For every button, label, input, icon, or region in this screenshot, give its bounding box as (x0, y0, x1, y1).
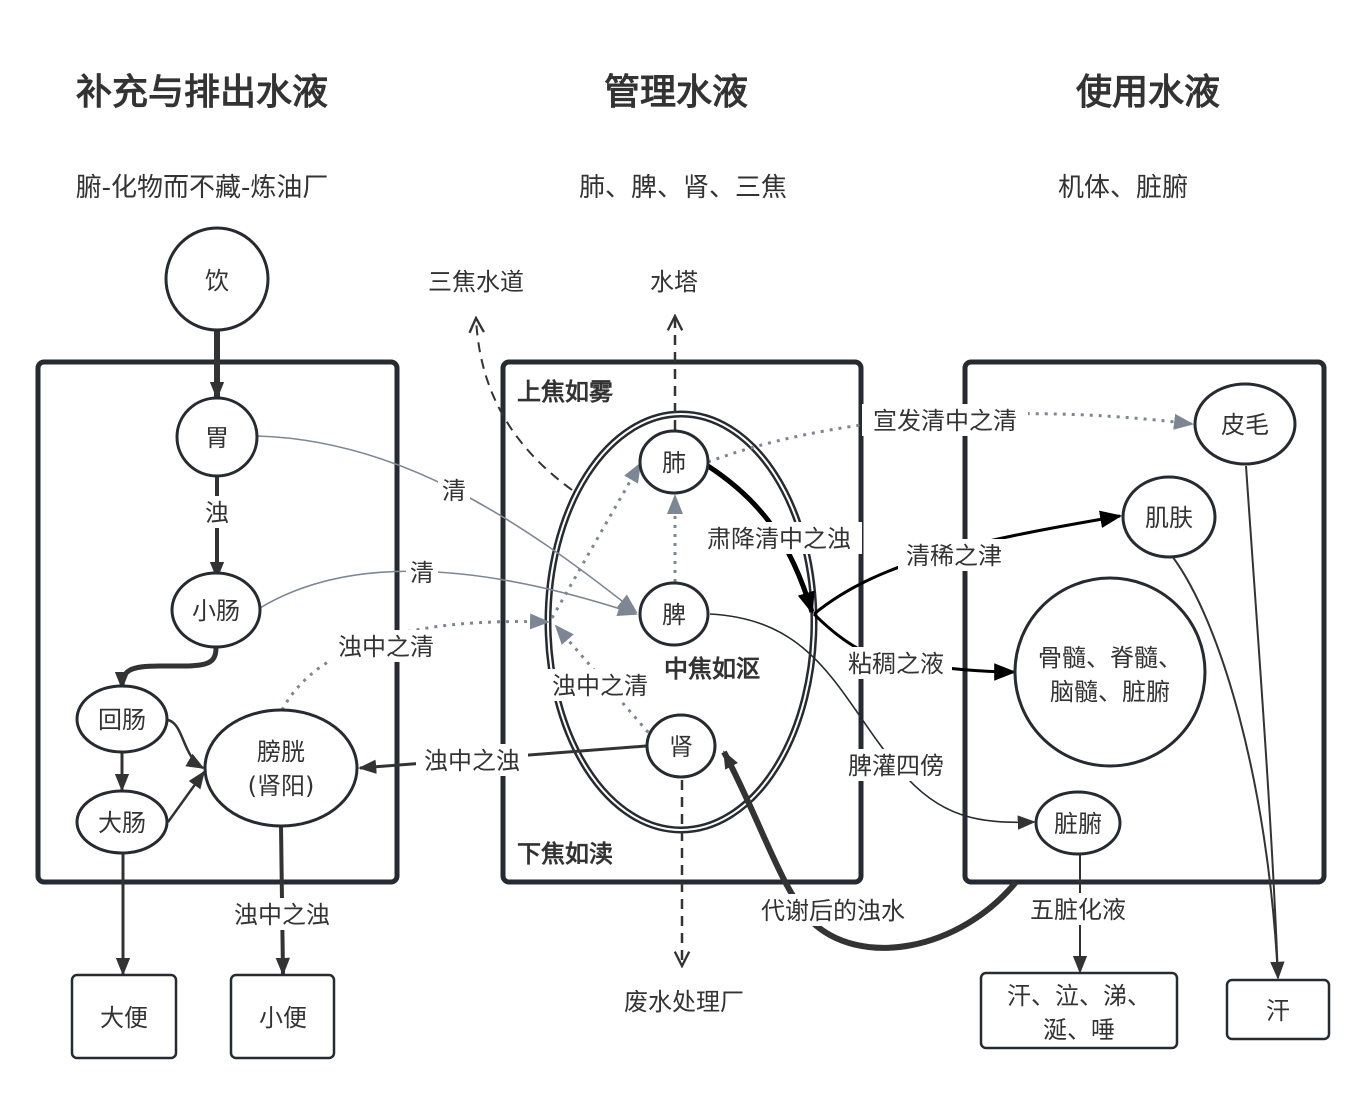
node-ileum[interactable]: 回肠 (75, 684, 169, 754)
box-sweat[interactable]: 汗 (1225, 978, 1331, 1041)
edge-small-intestine-spleen (259, 570, 638, 616)
node-lung[interactable]: 肺 (638, 429, 710, 495)
svg-text:清稀之津: 清稀之津 (906, 542, 1002, 570)
zone-upper-label: 上焦如雾 (517, 378, 614, 406)
node-large-intestine[interactable]: 大肠 (75, 789, 169, 855)
svg-text:浊中之浊: 浊中之浊 (234, 901, 330, 929)
target-wastewater-plant: 废水处理厂 (624, 988, 744, 1016)
box-stool[interactable]: 大便 (70, 973, 178, 1060)
node-muscle-skin-label: 肌肤 (1145, 504, 1193, 532)
column-title-supply: 补充与排出水液 (76, 72, 328, 113)
svg-text:清: 清 (442, 477, 466, 505)
zone-lower-label: 下焦如渎 (517, 840, 613, 868)
node-bladder-label-2: (肾阳) (248, 772, 315, 800)
svg-text:清: 清 (410, 559, 434, 587)
edge-label-spleen-irrigate: 脾灌四傍 (840, 749, 952, 781)
edge-label-turbid-in-turbid-1: 浊中之浊 (416, 744, 528, 776)
container-body-organs (962, 359, 1327, 885)
edge-skin-hair-sweat (1245, 465, 1285, 980)
zone-middle-label: 中焦如沤 (664, 655, 760, 683)
node-small-intestine-label: 小肠 (192, 597, 240, 625)
node-drink-label: 饮 (205, 267, 229, 295)
node-stomach-label: 胃 (205, 424, 229, 452)
edge-label-clear-1: 清 (438, 474, 470, 506)
node-lung-label: 肺 (662, 449, 686, 477)
edge-sanjiao-waterway (476, 318, 573, 491)
column-subtitle-use: 机体、脏腑 (1058, 173, 1188, 203)
edge-label-thin-fluid: 清稀之津 (898, 539, 1010, 571)
edge-label-disperse: 宣发清中之清 (862, 404, 1028, 436)
node-spleen[interactable]: 脾 (638, 581, 710, 647)
box-urine[interactable]: 小便 (229, 973, 336, 1060)
svg-text:宣发清中之清: 宣发清中之清 (873, 407, 1017, 435)
box-fluids-out-label-1: 汗、泣、涕、 (1007, 982, 1151, 1010)
column-title-use: 使用水液 (1076, 72, 1220, 113)
edge-sanjiao-lung (550, 462, 642, 619)
node-kidney[interactable]: 肾 (645, 713, 717, 779)
node-muscle-skin[interactable]: 肌肤 (1121, 475, 1217, 559)
node-large-intestine-label: 大肠 (98, 809, 146, 837)
node-organs[interactable]: 脏腑 (1034, 790, 1122, 856)
node-skin-hair[interactable]: 皮毛 (1193, 382, 1297, 466)
edge-bladder-clear (280, 613, 550, 711)
box-stool-label: 大便 (100, 1004, 148, 1032)
node-kidney-label: 肾 (669, 733, 693, 761)
edge-label-metabolized-water: 代谢后的浊水 (750, 894, 916, 926)
edge-label-descend: 肃降清中之浊 (696, 522, 862, 554)
node-bladder[interactable]: 膀胱 (肾阳) (203, 708, 359, 828)
edge-label-turbid: 浊 (201, 496, 233, 528)
edge-small-intestine-ileum (114, 647, 219, 690)
node-marrow-label-2: 脑髓、脏腑 (1050, 678, 1170, 706)
edge-label-clear-in-turbid-2: 浊中之清 (544, 669, 656, 701)
edge-label-clear-2: 清 (406, 556, 438, 588)
column-subtitle-supply: 腑-化物而不藏-炼油厂 (76, 173, 329, 203)
svg-text:代谢后的浊水: 代谢后的浊水 (761, 897, 905, 925)
box-sweat-label: 汗 (1266, 997, 1290, 1025)
edge-muscle-skin-sweat (1171, 555, 1279, 979)
node-marrow-label-1: 骨髓、脊髓、 (1038, 644, 1182, 672)
box-fluids-out-label-2: 涎、唾 (1043, 1016, 1115, 1044)
box-fluids-out[interactable]: 汗、泣、涕、 涎、唾 (979, 971, 1179, 1050)
column-subtitle-manage: 肺、脾、肾、三焦 (579, 173, 787, 203)
edge-stomach-spleen (256, 435, 638, 614)
svg-text:粘稠之液: 粘稠之液 (848, 650, 944, 678)
target-sanjiao-waterway: 三焦水道 (428, 268, 524, 296)
edge-label-turbid-in-turbid-2: 浊中之浊 (226, 898, 338, 930)
edge-ileum-bladder (167, 718, 205, 770)
svg-text:五脏化液: 五脏化液 (1030, 896, 1126, 924)
svg-text:脾灌四傍: 脾灌四傍 (848, 752, 944, 780)
node-stomach[interactable]: 胃 (175, 396, 259, 478)
edge-label-five-organs-fluid: 五脏化液 (1022, 893, 1134, 925)
node-organs-label: 脏腑 (1054, 810, 1102, 838)
column-title-manage: 管理水液 (604, 72, 748, 113)
node-ileum-label: 回肠 (98, 706, 146, 734)
box-urine-label: 小便 (259, 1004, 307, 1032)
node-bladder-label-1: 膀胱 (257, 738, 305, 766)
node-spleen-label: 脾 (662, 601, 686, 629)
svg-text:浊中之清: 浊中之清 (338, 633, 434, 661)
target-water-tower: 水塔 (650, 268, 698, 296)
svg-text:浊: 浊 (205, 499, 229, 527)
svg-text:浊中之清: 浊中之清 (552, 672, 648, 700)
edge-label-clear-in-turbid-1: 浊中之清 (330, 630, 442, 662)
edge-label-thick-fluid: 粘稠之液 (840, 647, 952, 679)
node-skin-hair-label: 皮毛 (1221, 411, 1269, 439)
svg-text:浊中之浊: 浊中之浊 (424, 747, 520, 775)
svg-text:肃降清中之浊: 肃降清中之浊 (707, 525, 851, 553)
node-drink[interactable]: 饮 (164, 226, 270, 332)
edge-large-intestine-bladder (166, 770, 206, 823)
node-marrow[interactable]: 骨髓、脊髓、 脑髓、脏腑 (1013, 576, 1207, 768)
node-small-intestine[interactable]: 小肠 (170, 571, 262, 649)
